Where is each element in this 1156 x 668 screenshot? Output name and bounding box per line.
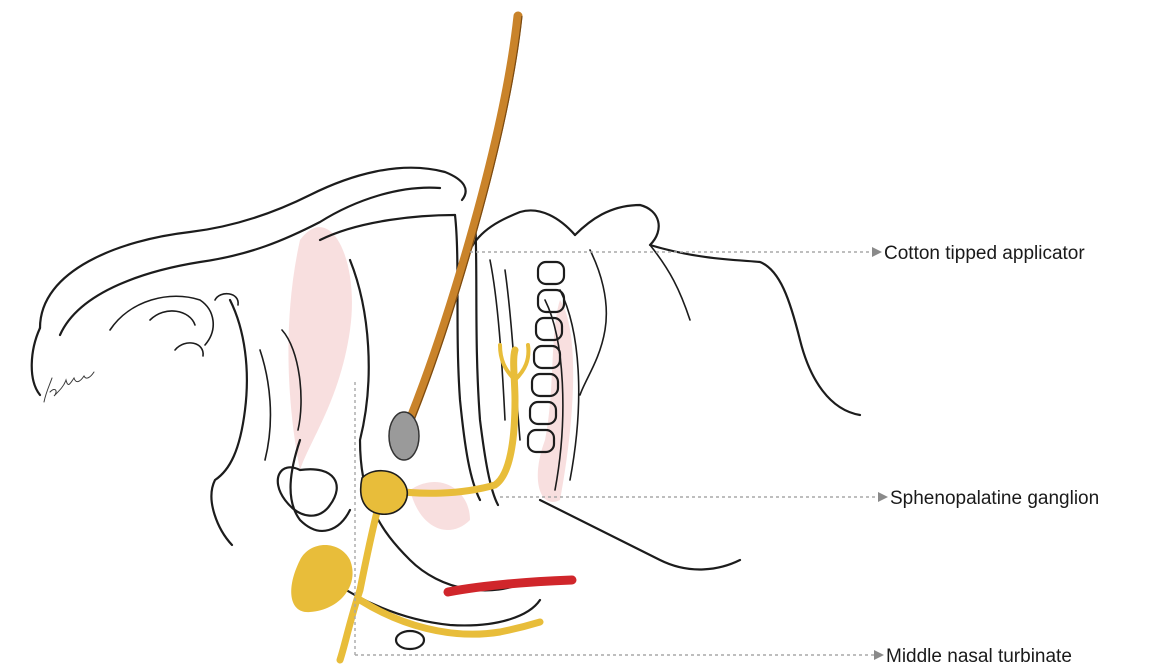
nose-profile: [575, 205, 860, 415]
leader-lines: [355, 247, 888, 660]
cotton-tip: [389, 412, 419, 460]
ethmoid-cells: [150, 294, 238, 356]
nerve-lower-branch: [360, 600, 540, 634]
skull-base-contour: [32, 328, 40, 395]
nostril-fold: [580, 245, 690, 395]
nasal-bone: [470, 210, 575, 250]
arrowhead-applicator: [872, 247, 882, 257]
artist-signature: [44, 372, 94, 402]
ear-outline: [278, 467, 337, 515]
nasal-opening: [396, 631, 424, 649]
skull-outline: [32, 168, 860, 649]
palate-outline: [540, 500, 740, 569]
frontal-outer-contour: [40, 168, 466, 328]
arrowhead-turbinate: [874, 650, 884, 660]
label-cotton-tipped-applicator: Cotton tipped applicator: [884, 243, 1085, 264]
arrowhead-ganglion: [878, 492, 888, 502]
orbit-contour: [110, 296, 213, 345]
maxillary-artery: [448, 580, 572, 592]
vertebra-1: [538, 262, 564, 284]
frontal-inner-contour: [60, 188, 440, 335]
maxilla-outline: [320, 215, 530, 590]
label-middle-nasal-turbinate: Middle nasal turbinate: [886, 646, 1072, 667]
mucosa-tint-nasal: [288, 227, 352, 470]
mucosa-shading: [288, 227, 573, 530]
label-sphenopalatine-ganglion: Sphenopalatine ganglion: [890, 488, 1099, 509]
trigeminal-cluster: [291, 545, 352, 612]
sphenoid-body: [211, 300, 246, 545]
